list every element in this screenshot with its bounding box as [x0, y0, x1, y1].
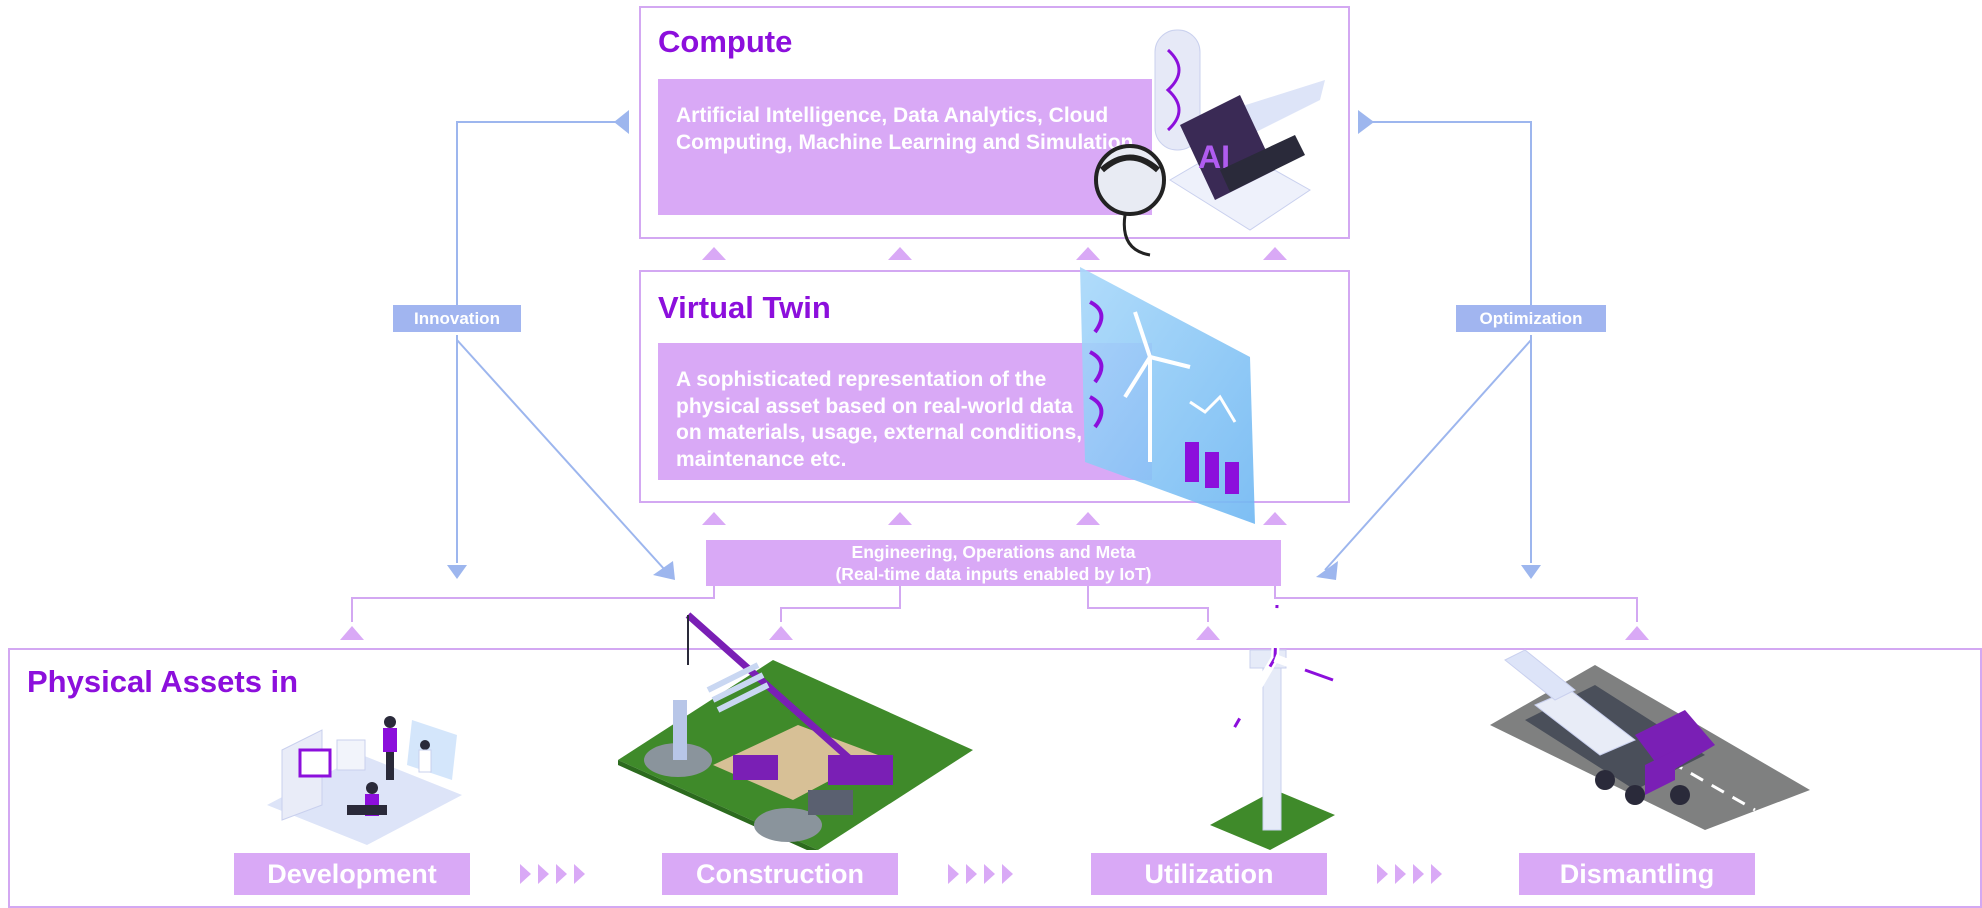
physical-assets-title: Physical Assets in [27, 664, 299, 699]
meta-line1: Engineering, Operations and Meta [851, 542, 1136, 562]
stage-development: Development [234, 853, 470, 895]
compute-description: Artificial Intelligence, Data Analytics,… [658, 79, 1152, 215]
virtual-twin-description: A sophisticated representation of the ph… [658, 343, 1152, 480]
innovation-diagonal-arrow [653, 561, 675, 580]
wind-turbine-icon [1210, 604, 1335, 850]
meta-line2: (Real-time data inputs enabled by IoT) [835, 564, 1152, 584]
virtual-twin-frame [639, 270, 1350, 503]
ai-laptop-icon: AI [1094, 29, 1325, 257]
stage-dismantling: Dismantling [1519, 853, 1755, 895]
dismantling-truck-icon [1490, 649, 1810, 830]
construction-site-icon [618, 612, 973, 850]
wind-turbine-dashboard-icon [1080, 267, 1255, 524]
stage-utilization: Utilization [1091, 853, 1327, 895]
meta-box: Engineering, Operations and Meta (Real-t… [706, 540, 1281, 586]
optimization-diagonal-arrow [1316, 561, 1338, 580]
compute-frame [639, 6, 1350, 239]
virtual-twin-title: Virtual Twin [658, 290, 831, 325]
innovation-down-arrow [447, 565, 467, 579]
compute-title: Compute [658, 24, 793, 59]
optimization-label: Optimization [1456, 305, 1606, 332]
chevrons-2 [948, 864, 1013, 884]
right-arrowhead [1358, 110, 1374, 134]
innovation-label: Innovation [393, 305, 521, 332]
development-lab-icon [267, 716, 462, 845]
chevrons-1 [520, 864, 585, 884]
left-arrowhead [614, 110, 629, 134]
optimization-down-arrow [1521, 565, 1541, 579]
stage-construction: Construction [662, 853, 898, 895]
chevrons-3 [1377, 864, 1442, 884]
